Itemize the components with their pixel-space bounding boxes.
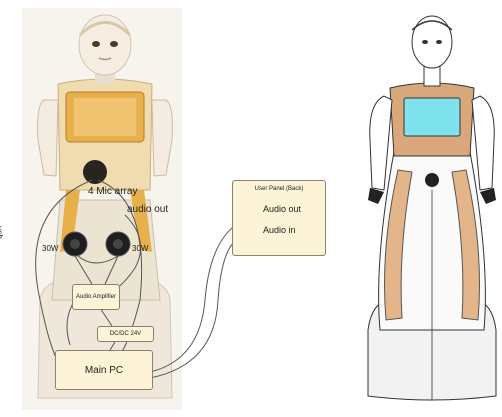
audio-out-port-label: Audio out <box>263 204 301 214</box>
speaker-left-label: 30W <box>42 244 58 253</box>
dcdc-label: DC/DC 24V <box>110 331 141 337</box>
audio-out-label: audio out <box>127 204 168 215</box>
audio-amplifier-box: Audio Amplifier <box>72 284 120 310</box>
speaker-right-label: 30W <box>132 244 148 253</box>
audio-in-port-label: Audio in <box>263 225 296 235</box>
dcdc-box: DC/DC 24V <box>97 326 154 342</box>
mic-array-label: 4 Mic array <box>88 186 137 197</box>
user-panel-title: User Panel (Back) <box>233 186 325 192</box>
right-robot <box>368 16 496 400</box>
main-pc-box: Main PC <box>55 350 153 390</box>
usb-label: usb <box>0 226 4 239</box>
audio-amplifier-label: Audio Amplifier <box>76 294 116 301</box>
main-pc-label: Main PC <box>85 365 123 376</box>
user-panel-box: User Panel (Back) Audio out Audio in <box>232 180 326 256</box>
